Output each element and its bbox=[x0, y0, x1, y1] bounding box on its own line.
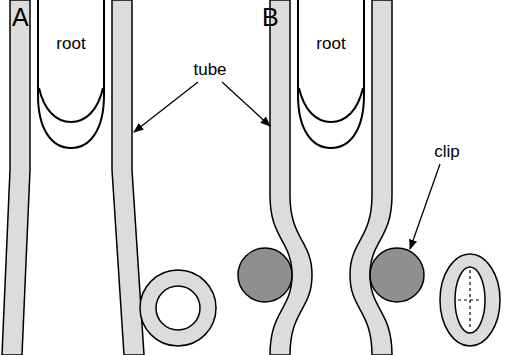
leader-arrow bbox=[222, 82, 270, 126]
axis-line bbox=[458, 299, 482, 300]
tube-wall bbox=[112, 0, 144, 355]
part-label: tube bbox=[193, 61, 226, 80]
tube-section bbox=[140, 270, 216, 346]
root-outline bbox=[38, 0, 104, 148]
tube-wall bbox=[350, 0, 392, 355]
part-label: root bbox=[316, 35, 345, 54]
panel-letter: A bbox=[12, 4, 29, 32]
tube-wall bbox=[2, 0, 30, 355]
tube-section bbox=[440, 254, 500, 346]
clip bbox=[370, 248, 424, 302]
clip bbox=[238, 248, 292, 302]
part-label: root bbox=[56, 35, 85, 54]
tube-wall bbox=[270, 0, 312, 355]
tube-lumen bbox=[455, 267, 485, 333]
part-label: clip bbox=[434, 143, 460, 162]
root-outline bbox=[298, 0, 364, 148]
leader-arrow bbox=[410, 164, 440, 249]
panel-letter: B bbox=[262, 4, 279, 32]
root-cap bbox=[39, 88, 103, 122]
tube-lumen bbox=[156, 286, 200, 330]
leader-arrow bbox=[134, 82, 198, 132]
root-cap bbox=[299, 88, 363, 122]
